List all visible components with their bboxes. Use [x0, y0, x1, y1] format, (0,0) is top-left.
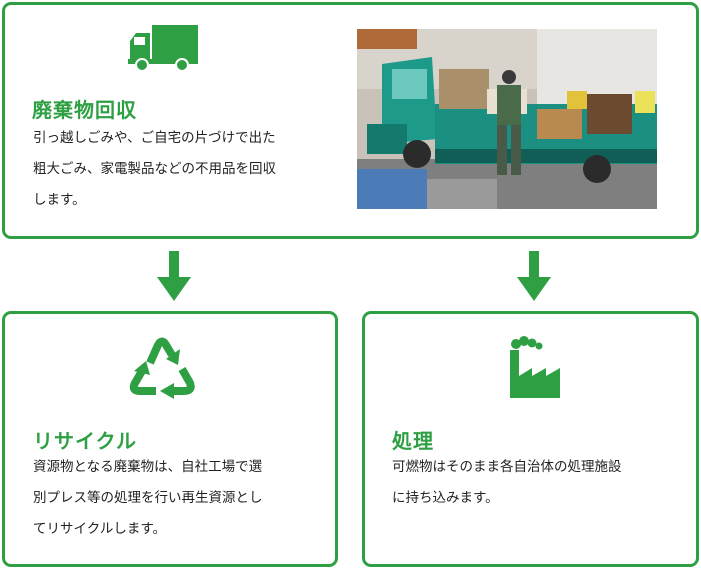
factory-icon [510, 336, 560, 398]
disposal-panel [362, 311, 699, 567]
collection-title: 廃棄物回収 [32, 98, 137, 122]
recycle-description: 資源物となる廃棄物は、自社工場で選 別プレス等の処理を行い再生資源とし てリサイ… [33, 452, 333, 545]
disposal-description: 可燃物はそのまま各自治体の処理施設 に持ち込みます。 [392, 452, 692, 514]
description-line: 粗大ごみ、家電製品などの不用品を回収 [33, 161, 276, 177]
description-line: てリサイクルします。 [33, 521, 166, 537]
description-line: に持ち込みます。 [392, 490, 499, 506]
recycle-icon [129, 337, 195, 399]
disposal-title: 処理 [392, 429, 434, 453]
description-line: 可燃物はそのまま各自治体の処理施設 [392, 459, 622, 475]
truck-loading-photo [357, 29, 657, 209]
truck-icon [128, 25, 198, 72]
description-line: 引っ越しごみや、ご自宅の片づけで出た [33, 130, 276, 146]
collection-description: 引っ越しごみや、ご自宅の片づけで出た 粗大ごみ、家電製品などの不用品を回収 しま… [33, 123, 343, 216]
description-line: 別プレス等の処理を行い再生資源とし [33, 490, 263, 506]
arrow-down-icon [517, 251, 551, 301]
description-line: 資源物となる廃棄物は、自社工場で選 [33, 459, 263, 475]
description-line: します。 [33, 192, 86, 208]
arrow-down-icon [157, 251, 191, 301]
recycle-title: リサイクル [33, 429, 137, 453]
